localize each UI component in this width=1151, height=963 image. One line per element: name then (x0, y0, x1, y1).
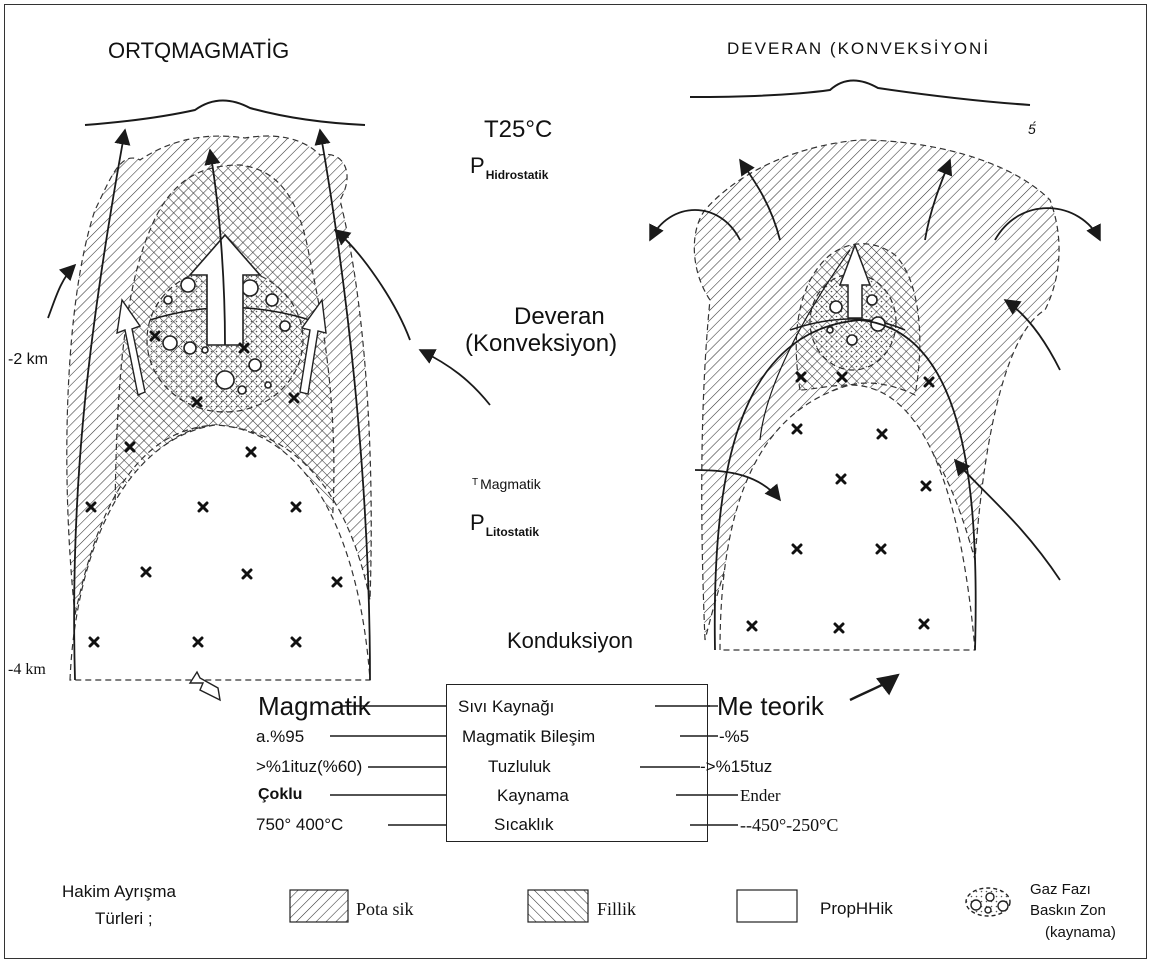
temperature-label: T25°C (484, 118, 552, 142)
depth-2km-label: -2 km (8, 352, 48, 368)
right-surface-line (690, 80, 1030, 105)
table-right-row4: Ender (740, 787, 781, 804)
legend-potasik-label: Pota sik (356, 900, 414, 918)
table-right-row2: -%5 (719, 728, 749, 745)
table-center-row5: Sıcaklık (494, 816, 554, 833)
legend-propilitik-label: PropHHik (820, 900, 893, 917)
left-surface-line (85, 100, 365, 125)
table-center-row1: Sıvı Kaynağı (458, 698, 554, 715)
convection-label-line2: (Konveksiyon) (465, 332, 617, 356)
legend-title-line2: Türleri ; (95, 910, 153, 927)
legend-title-line1: Hakim Ayrışma (62, 883, 176, 900)
table-left-row4: Çoklu (258, 787, 302, 803)
table-center-row2: Magmatik Bileşim (462, 728, 595, 745)
legend-fillik-swatch (528, 890, 588, 922)
corner-mark: 5́ (1028, 122, 1036, 136)
left-diagram (48, 100, 490, 700)
legend-potasik-swatch (290, 890, 348, 922)
table-left-row1: Magmatik (258, 693, 371, 719)
table-right-row5: --450°-250°C (740, 816, 838, 834)
table-left-row5: 750° 400°C (256, 816, 343, 833)
pressure-lithostatic-label: PLitostatik (470, 512, 539, 538)
convection-label-line1: Deveran (514, 305, 605, 329)
legend-gas-swatch (966, 888, 1010, 916)
table-left-row3: >%1ituz(%60) (256, 758, 362, 775)
table-right-row1: Me teorik (717, 693, 824, 719)
table-right-row3: ->%15tuz (700, 758, 772, 775)
table-left-row2: a.%95 (256, 728, 304, 745)
legend-gas-label-line1: Gaz Fazı (1030, 882, 1091, 897)
legend-propilitik-swatch (737, 890, 797, 922)
right-title: DEVERAN (KONVEKSİYONİ (727, 40, 990, 57)
left-title: ORTQMAGMATİG (108, 40, 289, 62)
conduction-label: Konduksiyon (507, 630, 633, 652)
table-center-row3: Tuzluluk (488, 758, 551, 775)
right-diagram (650, 80, 1100, 700)
legend-fillik-label: Fillik (597, 900, 636, 918)
pressure-hydrostatic-label: PHidrostatik (470, 155, 548, 181)
legend-gas-label-line3: (kaynama) (1045, 925, 1116, 940)
table-center-row4: Kaynama (497, 787, 569, 804)
legend-gas-label-line2: Baskın Zon (1030, 903, 1106, 918)
depth-4km-label: -4 km (8, 662, 46, 678)
